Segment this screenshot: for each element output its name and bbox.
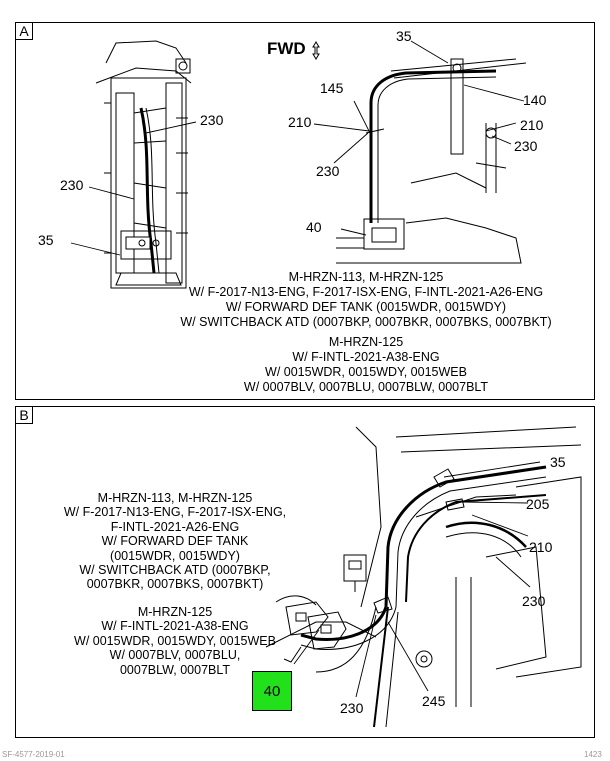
panel-a-caption-1: M-HRZN-113, M-HRZN-125 W/ F-2017-N13-ENG… [136, 270, 596, 330]
caption-line: M-HRZN-113, M-HRZN-125 [97, 491, 253, 505]
panel-a-letter: A [16, 23, 33, 40]
callout-245: 245 [422, 693, 446, 709]
panel-a: A [15, 22, 595, 400]
panel-b-caption-1: M-HRZN-113, M-HRZN-125 W/ F-2017-N13-ENG… [50, 491, 300, 592]
caption-line: W/ SWITCHBACK ATD (0007BKP, 0007BKR, 000… [180, 315, 552, 329]
caption-line: W/ FORWARD DEF TANK [101, 534, 249, 549]
caption-line: M-HRZN-125 [137, 605, 213, 619]
caption-line: W/ F-INTL-2021-A38-ENG [292, 350, 440, 364]
callout-145: 145 [320, 80, 344, 96]
caption-line: 0007BKR, 0007BKS, 0007BKT) [86, 577, 264, 592]
callout-230-right: 230 [514, 138, 538, 154]
panel-b-illustration [16, 407, 596, 739]
caption-line: W/ 0015WDR, 0015WDY, 0015WEB [265, 365, 467, 379]
caption-line: W/ SWITCHBACK ATD (0007BKP, [79, 563, 271, 578]
callout-205: 205 [526, 496, 550, 512]
callout-35-left: 35 [38, 232, 54, 248]
callout-210: 210 [529, 539, 553, 555]
callout-40-highlight: 40 [252, 671, 292, 711]
callout-230-upper-left: 230 [200, 112, 224, 128]
fwd-label: FWD [267, 39, 306, 58]
caption-line: W/ 0007BLV, 0007BLU, [109, 648, 241, 663]
callout-230-right: 230 [522, 593, 546, 609]
callout-230-lower-left: 230 [60, 177, 84, 193]
callout-230-bottom: 230 [340, 700, 364, 716]
footer-page-number: 1423 [584, 750, 602, 759]
caption-line: (0015WDR, 0015WDY) [110, 548, 240, 563]
caption-line: W/ 0007BLV, 0007BLU, 0007BLW, 0007BLT [243, 380, 489, 394]
panel-b-letter: B [16, 407, 33, 424]
caption-line: F-INTL-2021-A26-ENG [110, 519, 240, 534]
callout-210-left: 210 [288, 114, 312, 130]
callout-230-mid: 230 [316, 163, 340, 179]
caption-line: W/ F-2017-N13-ENG, F-2017-ISX-ENG, F-INT… [188, 285, 544, 299]
panel-a-illustration [16, 23, 596, 401]
caption-line: W/ F-2017-N13-ENG, F-2017-ISX-ENG, [63, 505, 287, 520]
footer-doc-id: SF-4577-2019-01 [2, 750, 65, 759]
callout-140: 140 [523, 92, 547, 108]
callout-40: 40 [306, 219, 322, 235]
caption-line: M-HRZN-113, M-HRZN-125 [288, 270, 444, 284]
caption-line: 0007BLW, 0007BLT [119, 662, 231, 677]
caption-line: M-HRZN-125 [328, 335, 404, 349]
callout-35: 35 [550, 454, 566, 470]
caption-line: W/ F-INTL-2021-A38-ENG [101, 619, 249, 634]
panel-b-caption-2: M-HRZN-125 W/ F-INTL-2021-A38-ENG W/ 001… [50, 605, 300, 677]
panel-b: B [15, 406, 595, 738]
panel-a-caption-2: M-HRZN-125 W/ F-INTL-2021-A38-ENG W/ 001… [136, 335, 596, 395]
callout-210-right: 210 [520, 117, 544, 133]
callout-35-top: 35 [396, 28, 412, 44]
caption-line: W/ FORWARD DEF TANK (0015WDR, 0015WDY) [225, 300, 507, 314]
caption-line: W/ 0015WDR, 0015WDY, 0015WEB [74, 633, 276, 648]
